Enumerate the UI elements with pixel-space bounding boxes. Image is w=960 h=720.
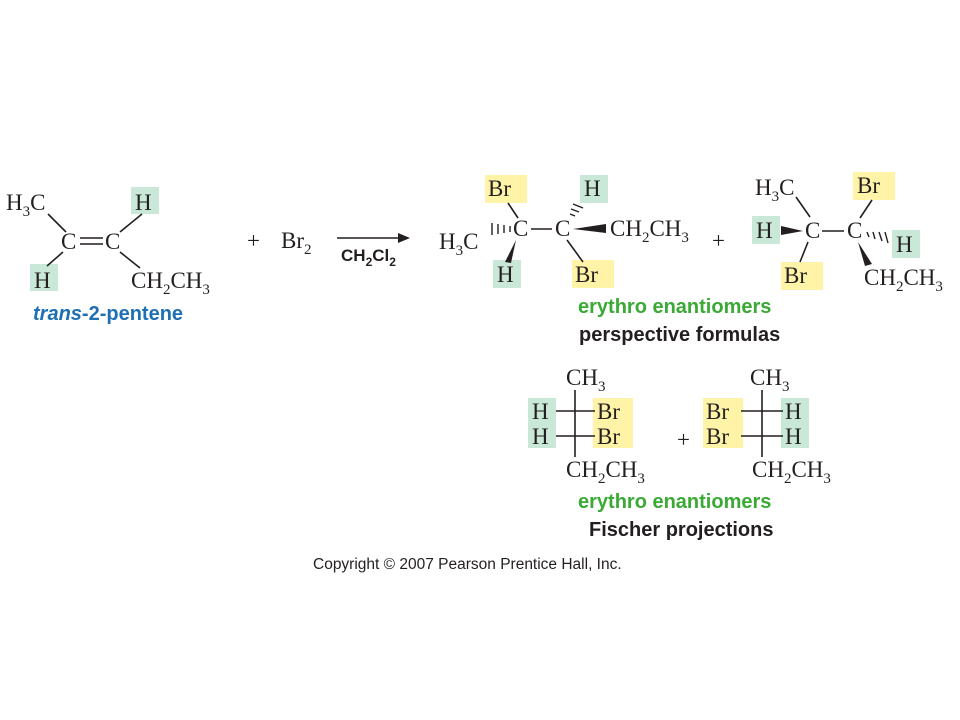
h-atom-label: H: [34, 268, 51, 293]
carbon-atom-label: C: [513, 216, 528, 241]
ethyl-group-label: CH2CH3: [566, 457, 645, 487]
br-highlight-box: [572, 260, 614, 288]
bromine-reagent-label: Br2: [281, 228, 312, 258]
copyright-notice: Copyright © 2007 Pearson Prentice Hall, …: [313, 556, 622, 573]
br-highlight-box: [781, 262, 823, 290]
arrow-head: [398, 233, 410, 243]
single-bond: [566, 239, 584, 263]
ethyl-group-label: CH2CH3: [131, 268, 210, 298]
methyl-group-label: H3C: [439, 229, 478, 259]
solid-wedge-bond: [573, 224, 606, 233]
h-atom-label: H: [896, 232, 913, 257]
single-bond: [799, 241, 809, 263]
erythro-enantiomers-caption: erythro enantiomers: [578, 296, 771, 318]
br-highlight-box: [703, 398, 743, 448]
single-bond: [795, 196, 811, 218]
h-highlight-box: [580, 175, 608, 203]
h-highlight-box: [752, 216, 780, 244]
ethyl-group-label: CH2CH3: [610, 216, 689, 246]
h-atom-label: H: [756, 218, 773, 243]
solid-wedge-bond: [858, 242, 872, 266]
product-enantiomer-2: H3C Br H C C H Br CH2CH3: [752, 172, 943, 295]
carbon-atom-label: C: [805, 218, 820, 243]
fischer-projections-caption: Fischer projections: [589, 519, 774, 541]
plus-sign: +: [677, 427, 690, 452]
bromine-atom-label: Br: [706, 399, 729, 424]
bromine-atom-label: Br: [488, 176, 511, 201]
h-atom-label: H: [785, 399, 802, 424]
bromine-atom-label: Br: [784, 263, 807, 288]
bromine-atom-label: Br: [597, 399, 620, 424]
single-bond: [119, 213, 143, 233]
solid-wedge-bond: [781, 226, 803, 235]
hashed-wedge-bond: [866, 231, 889, 244]
bromine-atom-label: Br: [597, 424, 620, 449]
single-bond: [507, 202, 519, 219]
single-bond: [859, 199, 873, 219]
reaction-arrow: CH2Cl2: [337, 233, 410, 269]
carbon-atom-label: C: [847, 218, 862, 243]
hashed-wedge-bond: [491, 223, 511, 235]
reactant-name-caption: trans-2-pentene: [33, 303, 183, 325]
plus-sign: +: [712, 228, 725, 253]
h-atom-label: H: [135, 190, 152, 215]
methyl-group-label: H3C: [755, 175, 794, 205]
hashed-wedge-bond: [569, 203, 584, 217]
product-enantiomer-1: Br H H3C C C CH2CH3 H Br: [439, 175, 689, 288]
h-highlight-box: [30, 264, 58, 291]
erythro-enantiomers-caption: erythro enantiomers: [578, 491, 771, 513]
br-highlight-box: [853, 172, 895, 200]
solvent-label: CH2Cl2: [341, 246, 396, 269]
bromine-atom-label: Br: [575, 262, 598, 287]
h-highlight-box: [892, 230, 920, 258]
h-highlight-box: [493, 260, 521, 288]
h-atom-label: H: [532, 399, 549, 424]
methyl-group-label: H3C: [6, 190, 45, 220]
solid-wedge-bond: [505, 240, 516, 263]
methyl-group-label: CH3: [750, 365, 789, 395]
h-atom-label: H: [532, 424, 549, 449]
br-highlight-box: [593, 398, 633, 448]
h-highlight-box: [131, 187, 159, 214]
ethyl-group-label: CH2CH3: [864, 265, 943, 295]
fischer-projection-1: CH3 H H Br Br CH2CH3: [528, 365, 645, 487]
carbon-atom-label: C: [555, 216, 570, 241]
plus-sign: +: [247, 228, 260, 253]
br-highlight-box: [485, 175, 527, 203]
reactant-trans-2-pentene: H3C H C C H CH2CH3 trans-2-pentene: [6, 187, 210, 325]
carbon-atom-label: C: [105, 229, 120, 254]
perspective-formulas-caption: perspective formulas: [579, 324, 780, 346]
single-bond: [119, 251, 141, 269]
bromine-atom-label: Br: [706, 424, 729, 449]
single-bond: [47, 213, 67, 233]
h-atom-label: H: [584, 176, 601, 201]
fischer-projection-2: CH3 Br Br H H CH2CH3: [703, 365, 831, 487]
single-bond: [46, 251, 64, 267]
methyl-group-label: CH3: [566, 365, 605, 395]
h-highlight-box: [528, 398, 556, 448]
h-atom-label: H: [497, 262, 514, 287]
h-highlight-box: [781, 398, 809, 448]
carbon-atom-label: C: [61, 229, 76, 254]
ethyl-group-label: CH2CH3: [752, 457, 831, 487]
h-atom-label: H: [785, 424, 802, 449]
bromine-atom-label: Br: [857, 173, 880, 198]
